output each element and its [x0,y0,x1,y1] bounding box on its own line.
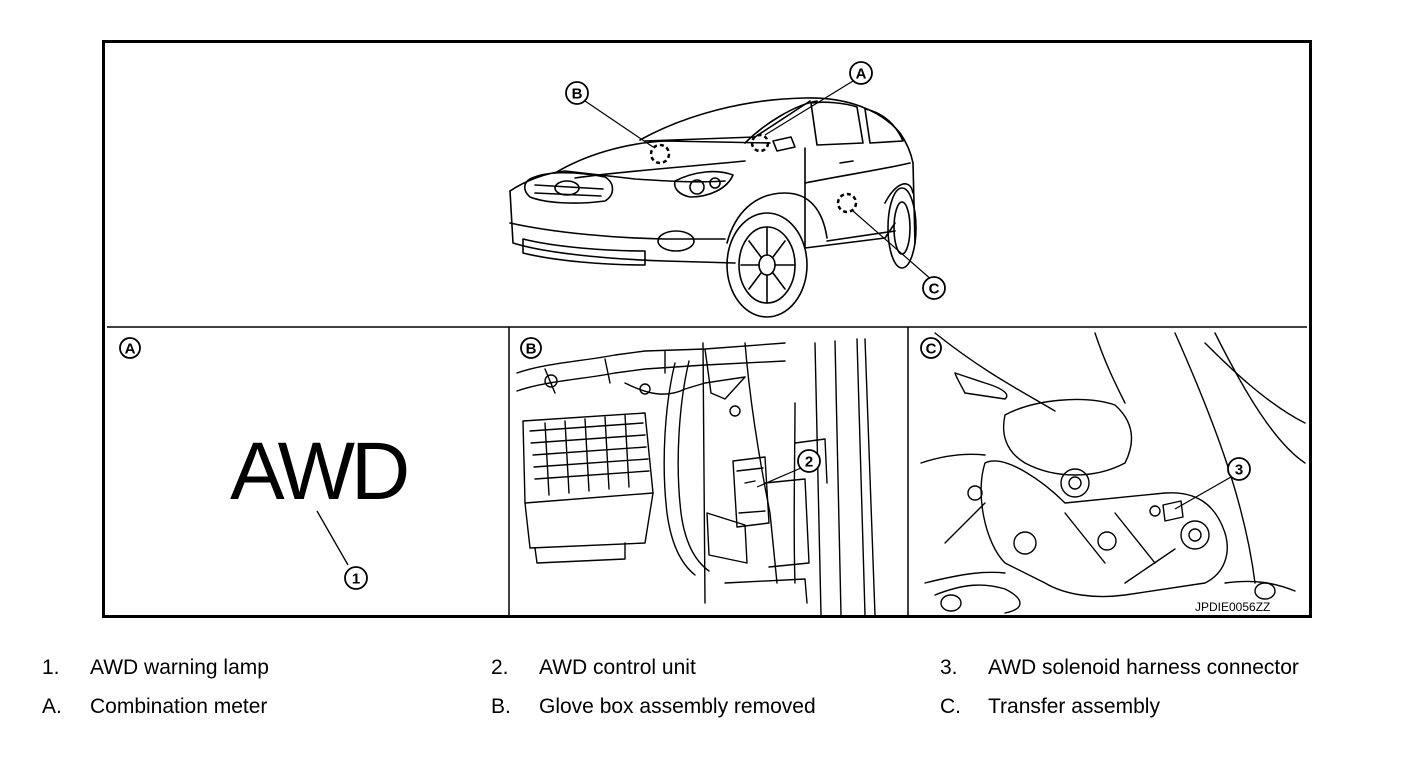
panel-b-illustration [516,338,876,615]
svg-text:B: B [526,341,537,358]
panel-b-label: B [520,337,542,359]
svg-text:C: C [929,281,940,298]
vehicle-illustration [509,97,917,318]
legend: 1. AWD warning lamp 2. AWD control unit … [0,650,1408,750]
legend-text: Glove box assembly removed [539,695,816,718]
legend-key: A. [42,695,62,718]
leader-line-1 [316,510,349,566]
svg-text:3: 3 [1235,462,1243,479]
figure-code: JPDIE0056ZZ [1195,600,1270,614]
callout-3: 3 [1227,457,1251,481]
legend-text: AWD control unit [539,656,696,679]
component-location-figure: B A C A AWD 1 [102,40,1312,618]
leader-line-a [764,80,854,136]
callout-2: 2 [797,449,821,473]
svg-text:1: 1 [352,571,360,588]
legend-key: B. [491,695,511,718]
legend-text: Combination meter [90,695,268,718]
leader-line-b [584,100,654,148]
legend-key: 3. [940,656,958,679]
leader-line-2 [756,467,802,488]
awd-warning-lamp-text: AWD [230,426,407,517]
panel-c-label: C [920,337,942,359]
svg-text:C: C [926,341,937,358]
svg-text:A: A [125,341,136,358]
leader-line-3 [1174,476,1232,510]
svg-text:2: 2 [805,454,813,471]
callout-a: A [849,61,873,85]
legend-text: AWD warning lamp [90,656,269,679]
panel-c-illustration [920,332,1306,614]
callout-b: B [565,81,589,105]
panel-a-label: A [119,337,141,359]
legend-key: 1. [42,656,60,679]
location-marker-b [649,143,671,165]
legend-key: 2. [491,656,509,679]
legend-key: C. [940,695,961,718]
figure-artwork: B A C A AWD 1 [107,61,1307,615]
location-marker-a [750,133,770,153]
callout-c: C [922,276,946,300]
leader-line-c [852,210,934,282]
callout-1: 1 [344,566,368,590]
svg-text:B: B [572,86,583,103]
legend-text: Transfer assembly [988,695,1160,718]
svg-text:A: A [856,66,867,83]
location-marker-c [836,192,858,214]
legend-text: AWD solenoid harness connector [988,656,1299,679]
